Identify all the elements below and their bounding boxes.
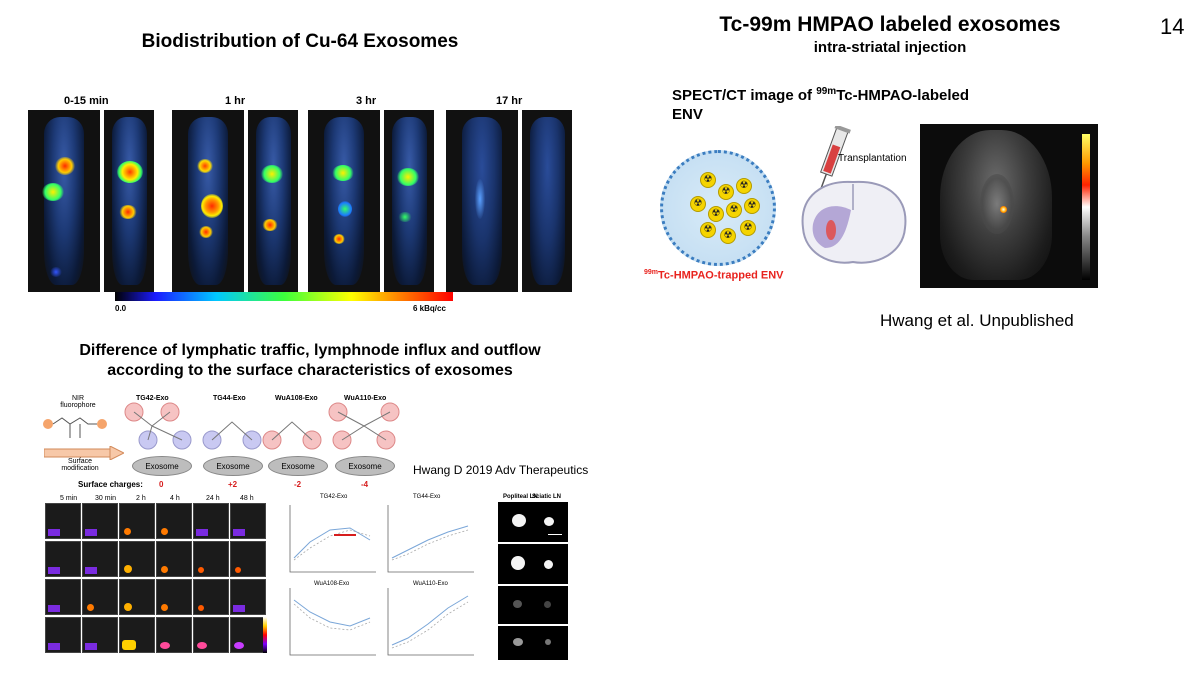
- radiation-icon: ☢: [740, 220, 756, 236]
- activity-colorbar: [115, 292, 453, 301]
- charge-value-3: -4: [361, 480, 369, 489]
- exo-type-label-2: WuA108-Exo: [275, 395, 318, 402]
- nir-fluorophore-structure: [43, 417, 107, 438]
- exosome-ellipse-3: Exosome: [335, 456, 395, 476]
- radiation-icon: ☢: [708, 206, 724, 222]
- radiation-icon: ☢: [718, 184, 734, 200]
- radiation-icon: ☢: [700, 172, 716, 188]
- pet-scan-2-coronal: [308, 110, 380, 292]
- nir-fluorophore-label: NIR fluorophore: [60, 395, 96, 409]
- nir-time-4: 24 h: [206, 495, 220, 502]
- spect-caption-post: Tc-HMPAO-labeled: [836, 87, 969, 104]
- radiation-icon: ☢: [690, 196, 706, 212]
- exo-structures: [124, 402, 400, 450]
- exo-type-label-3: WuA110-Exo: [344, 395, 387, 402]
- plot-title-0: TG42-Exo: [320, 494, 348, 500]
- colorbar-min-label: 0.0: [115, 304, 127, 313]
- env-vesicle-illustration: [660, 150, 776, 266]
- trapped-env-sup: 99m: [644, 269, 659, 276]
- radiation-icon: ☢: [736, 178, 752, 194]
- ln-image-row-1: [498, 544, 568, 584]
- plot-title-3: WuA110-Exo: [413, 581, 448, 587]
- timepoint-label-0: 0-15 min: [64, 95, 109, 107]
- trapped-env-label: 99mTc-HMPAO-trapped ENV: [644, 269, 784, 282]
- lymph-kinetic-plots: [289, 505, 474, 656]
- charge-value-0: 0: [159, 480, 164, 489]
- plot-title-2: WuA108-Exo: [314, 581, 350, 587]
- radiation-icon: ☢: [726, 202, 742, 218]
- exo-type-label-0: TG42-Exo: [136, 395, 169, 402]
- ln-image-row-3: [498, 626, 568, 660]
- nir-image-grid: [45, 503, 267, 655]
- pet-scan-2-sagittal: [384, 110, 434, 292]
- exosome-ellipse-2: Exosome: [268, 456, 328, 476]
- pet-scan-3-coronal: [446, 110, 518, 292]
- timepoint-label-1: 1 hr: [225, 95, 246, 107]
- nir-time-2: 2 h: [136, 495, 146, 502]
- nir-time-1: 30 min: [95, 495, 117, 502]
- spect-caption-sup: 99m: [816, 86, 837, 97]
- ln-header-sciatic: Sciatic LN: [532, 494, 562, 500]
- trapped-env-text: Tc-HMPAO-trapped ENV: [658, 269, 784, 282]
- timepoint-label-3: 17 hr: [496, 95, 523, 107]
- tc99m-title: Tc-99m HMPAO labeled exosomes: [719, 13, 1061, 36]
- radiation-icon: ☢: [700, 222, 716, 238]
- biodistribution-title: Biodistribution of Cu-64 Exosomes: [141, 31, 459, 52]
- nir-time-3: 4 h: [170, 495, 180, 502]
- radiation-icon: ☢: [720, 228, 736, 244]
- surface-modification-label: Surface modification: [61, 458, 99, 472]
- nir-time-0: 5 min: [60, 495, 78, 502]
- charge-value-1: +2: [228, 480, 238, 489]
- nir-time-5: 48 h: [240, 495, 254, 502]
- spect-caption-pre: SPECT/CT image of: [672, 87, 817, 104]
- pet-scan-0-coronal: [28, 110, 100, 292]
- ln-image-row-0: [498, 502, 568, 542]
- brain-injection-illustration: [801, 126, 907, 264]
- exo-type-label-1: TG44-Exo: [213, 395, 246, 402]
- spect-caption: SPECT/CT image of 99mTc-HMPAO-labeled EN…: [672, 82, 1052, 124]
- surface-modification-arrow: [44, 446, 124, 460]
- lymphatic-citation: Hwang D 2019 Adv Therapeutics: [413, 463, 589, 477]
- surface-charges-label: Surface charges:: [78, 480, 143, 489]
- ln-header-popliteal: Popliteal LN: [503, 494, 538, 500]
- colorbar-max-label: 6 kBq/cc: [413, 304, 446, 313]
- transplantation-label: Transplantation: [838, 153, 907, 164]
- exosome-ellipse-0: Exosome: [132, 456, 192, 476]
- radiation-icon: ☢: [744, 198, 760, 214]
- plot-title-1: TG44-Exo: [413, 494, 441, 500]
- pet-scan-1-sagittal: [248, 110, 298, 292]
- pet-scan-1-coronal: [172, 110, 244, 292]
- spect-caption-line2: ENV: [672, 106, 703, 123]
- exosome-ellipse-1: Exosome: [203, 456, 263, 476]
- right-citation: Hwang et al. Unpublished: [880, 311, 1074, 330]
- ln-image-row-2: [498, 586, 568, 624]
- timepoint-label-2: 3 hr: [356, 95, 377, 107]
- pet-scan-3-sagittal: [522, 110, 572, 292]
- lymphatic-title-line1: Difference of lymphatic traffic, lymphno…: [79, 342, 541, 359]
- spect-ct-image: [920, 124, 1098, 288]
- pet-scan-0-sagittal: [104, 110, 154, 292]
- lymphatic-title-line2: according to the surface characteristics…: [107, 362, 513, 379]
- charge-value-2: -2: [294, 480, 302, 489]
- tc99m-subtitle: intra-striatal injection: [813, 39, 967, 56]
- page-number: 14: [1160, 14, 1185, 39]
